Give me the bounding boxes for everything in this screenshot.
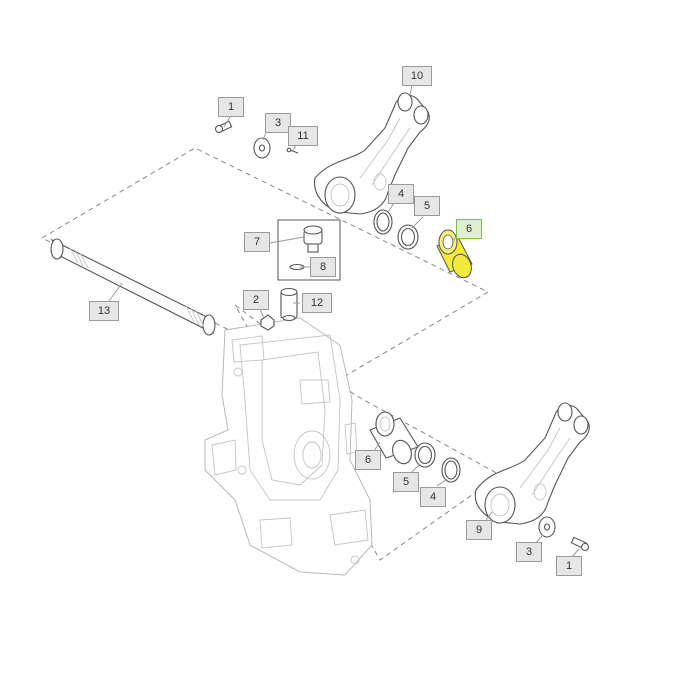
ring-4-lower [441,457,461,483]
upper-assembly-dashed-outline [40,147,490,383]
callout-1-upper: 1 [218,97,244,117]
lift-arm-9 [474,402,590,525]
frame-housing [204,317,373,576]
callout-12: 12 [302,293,332,313]
callout-3-upper: 3 [265,113,291,133]
callout-4-lower: 4 [420,487,446,507]
bushing-6-upper-highlighted [436,229,473,279]
bolt-1-upper [214,120,233,134]
washer-3-upper [253,137,271,159]
callout-2: 2 [243,290,269,310]
fitting-7 [303,225,323,253]
callout-10: 10 [402,66,432,86]
callout-3-lower: 3 [516,542,542,562]
ring-5-upper [397,224,419,250]
callout-4-upper: 4 [388,184,414,204]
callout-11: 11 [288,126,318,146]
callout-9: 9 [466,520,492,540]
callout-8: 8 [310,257,336,277]
fitting-12 [280,287,298,322]
ring-5-lower [414,442,436,468]
kit-box-7 [277,219,341,281]
callout-5-lower: 5 [393,472,419,492]
washer-3-lower [538,516,556,538]
callout-6-upper-highlighted: 6 [456,219,482,239]
plug-2 [260,314,275,331]
shaft-13 [50,238,216,336]
lift-arm-10 [314,92,430,215]
ring-4-upper [373,209,393,235]
callout-13: 13 [89,301,119,321]
callout-1-lower: 1 [556,556,582,576]
bolt-1-lower [570,536,590,552]
leader-lines [108,84,580,559]
pin-11 [286,147,299,154]
bushing-6-lower [369,411,419,465]
callout-7: 7 [244,232,270,252]
callout-5-upper: 5 [414,196,440,216]
callout-6-lower: 6 [355,450,381,470]
